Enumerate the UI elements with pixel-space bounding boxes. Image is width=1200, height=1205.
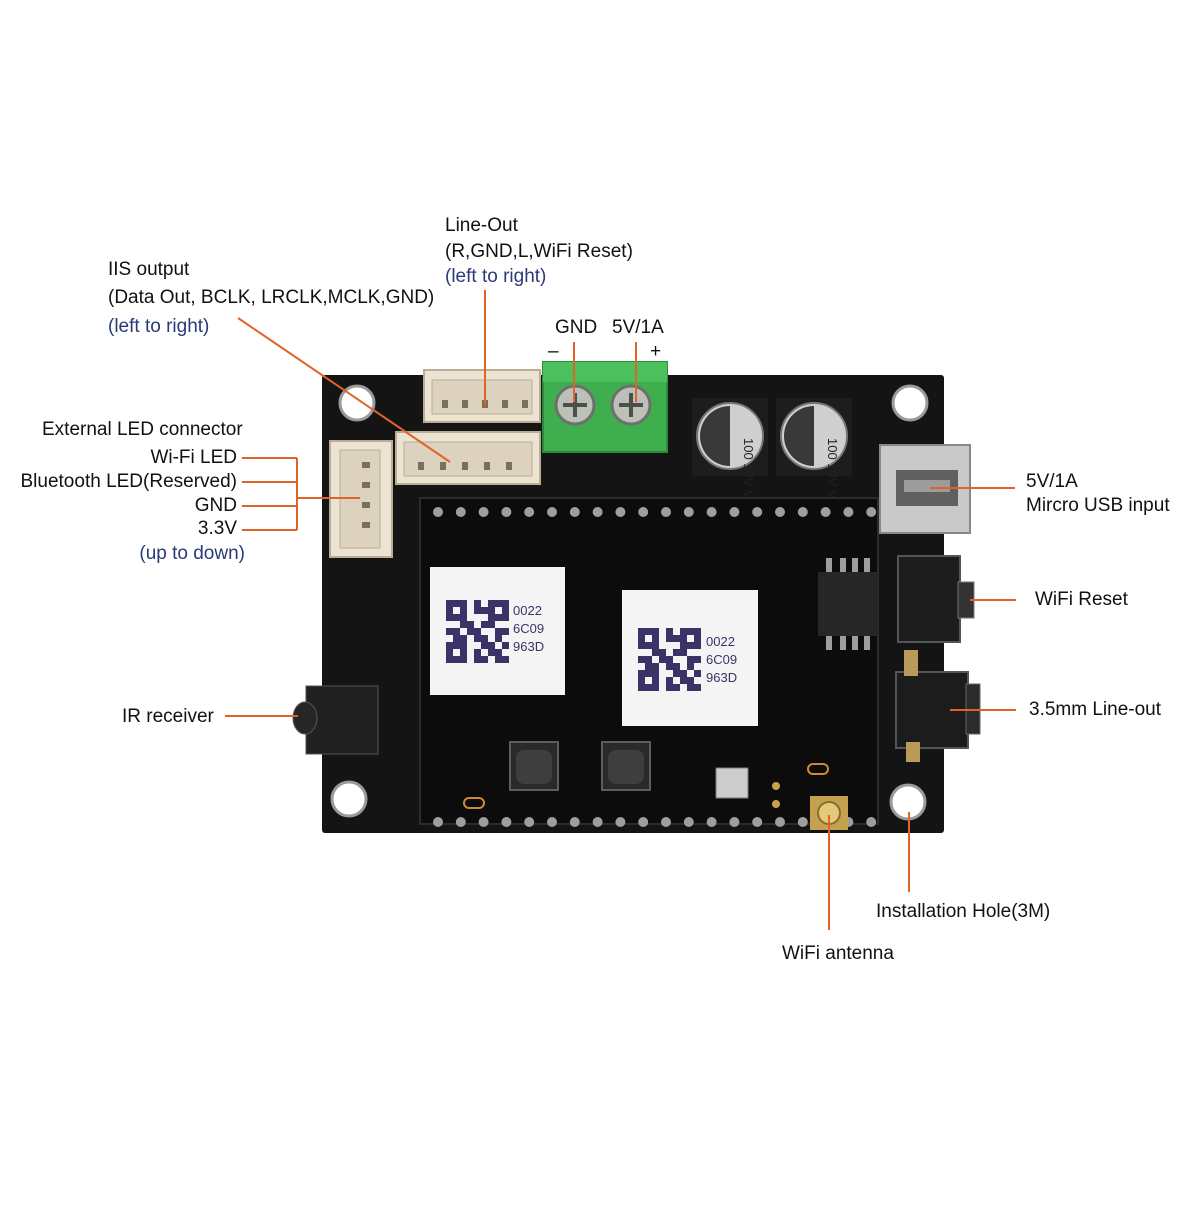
header-pin bbox=[797, 817, 808, 827]
module-2-code-1: 0022 bbox=[706, 634, 735, 649]
external-led-pin-gnd: GND bbox=[194, 495, 237, 516]
header-pin bbox=[661, 817, 671, 827]
terminal-gnd-label: GND bbox=[555, 317, 598, 338]
module-2-code-3: 963D bbox=[706, 670, 737, 685]
header-pin bbox=[752, 507, 763, 517]
header-pin bbox=[797, 507, 808, 517]
line-out-order: (left to right) bbox=[445, 266, 547, 287]
header-pin bbox=[843, 507, 854, 517]
header-pin bbox=[820, 507, 831, 517]
header-pin bbox=[569, 507, 580, 517]
header-pin bbox=[455, 817, 466, 827]
header-pin bbox=[638, 507, 649, 517]
header-pin bbox=[547, 507, 557, 517]
header-pin bbox=[547, 817, 557, 827]
wifi-reset-switch bbox=[897, 555, 975, 643]
header-pin bbox=[683, 817, 694, 827]
header-pin bbox=[524, 817, 535, 827]
header-pin bbox=[501, 817, 512, 827]
iis-output-pins: (Data Out, BCLK, LRCLK,MCLK,GND) bbox=[108, 287, 435, 308]
terminal-minus-label: – bbox=[548, 341, 559, 362]
header-pin bbox=[524, 507, 535, 517]
iis-output-title: IIS output bbox=[108, 259, 190, 280]
module-1-code-1: 0022 bbox=[513, 603, 542, 618]
external-led-pin-3v3: 3.3V bbox=[197, 518, 237, 539]
header-pin bbox=[478, 817, 489, 827]
external-led-pin-bluetooth: Bluetooth LED(Reserved) bbox=[20, 471, 238, 492]
external-led-title: External LED connector bbox=[42, 419, 243, 440]
iis-output-order: (left to right) bbox=[108, 316, 210, 337]
line-out-jack-label: 3.5mm Line-out bbox=[1029, 699, 1162, 720]
terminal-plus-label: + bbox=[650, 341, 662, 362]
header-pin bbox=[752, 817, 763, 827]
ir-receiver bbox=[292, 685, 379, 755]
line-out-title: Line-Out bbox=[445, 215, 518, 236]
terminal-vin-label: 5V/1A bbox=[612, 317, 664, 338]
module-1-code-3: 963D bbox=[513, 639, 544, 654]
header-pin bbox=[729, 507, 740, 517]
flash-chip bbox=[818, 558, 878, 650]
header-pin bbox=[866, 817, 877, 827]
header-pin bbox=[592, 507, 603, 517]
wifi-antenna-label: WiFi antenna bbox=[782, 943, 894, 964]
header-pin bbox=[638, 817, 649, 827]
header-pin bbox=[433, 817, 443, 827]
header-pin bbox=[615, 507, 626, 517]
capacitor-2 bbox=[776, 398, 852, 476]
installation-hole-label: Installation Hole(3M) bbox=[876, 901, 1051, 922]
usb-label-power: 5V/1A bbox=[1026, 471, 1078, 492]
header-pin bbox=[775, 507, 785, 517]
header-pin bbox=[866, 507, 877, 517]
header-pin bbox=[478, 507, 489, 517]
header-pin bbox=[615, 817, 626, 827]
header-pin bbox=[592, 817, 603, 827]
header-pin bbox=[683, 507, 694, 517]
line-out-pins: (R,GND,L,WiFi Reset) bbox=[445, 241, 633, 262]
header-pin bbox=[569, 817, 580, 827]
module-2-code-2: 6C09 bbox=[706, 652, 737, 667]
header-pin bbox=[455, 507, 466, 517]
external-led-order: (up to down) bbox=[139, 543, 245, 564]
module-1-code-2: 6C09 bbox=[513, 621, 544, 636]
header-pin bbox=[433, 507, 443, 517]
header-pin bbox=[706, 817, 717, 827]
capacitor-2-label: 100 10V VT bbox=[825, 438, 840, 507]
qr-code-icon bbox=[446, 600, 509, 663]
power-terminal bbox=[542, 361, 668, 453]
header-pin bbox=[706, 507, 717, 517]
iis-connector bbox=[395, 431, 541, 485]
header-pin bbox=[501, 507, 512, 517]
usb-label-input: Mircro USB input bbox=[1026, 495, 1170, 516]
qr-code-icon bbox=[638, 628, 701, 691]
wifi-reset-label: WiFi Reset bbox=[1035, 589, 1128, 610]
line-out-connector bbox=[423, 369, 541, 423]
capacitor-1-label: 100 10V VT bbox=[741, 438, 756, 507]
header-pin bbox=[729, 817, 740, 827]
ir-receiver-label: IR receiver bbox=[122, 706, 214, 727]
capacitor-1 bbox=[692, 398, 768, 476]
external-led-pin-wifi: Wi-Fi LED bbox=[150, 447, 237, 468]
header-pin bbox=[775, 817, 785, 827]
header-pin bbox=[661, 507, 671, 517]
leader-lines bbox=[225, 290, 1016, 930]
